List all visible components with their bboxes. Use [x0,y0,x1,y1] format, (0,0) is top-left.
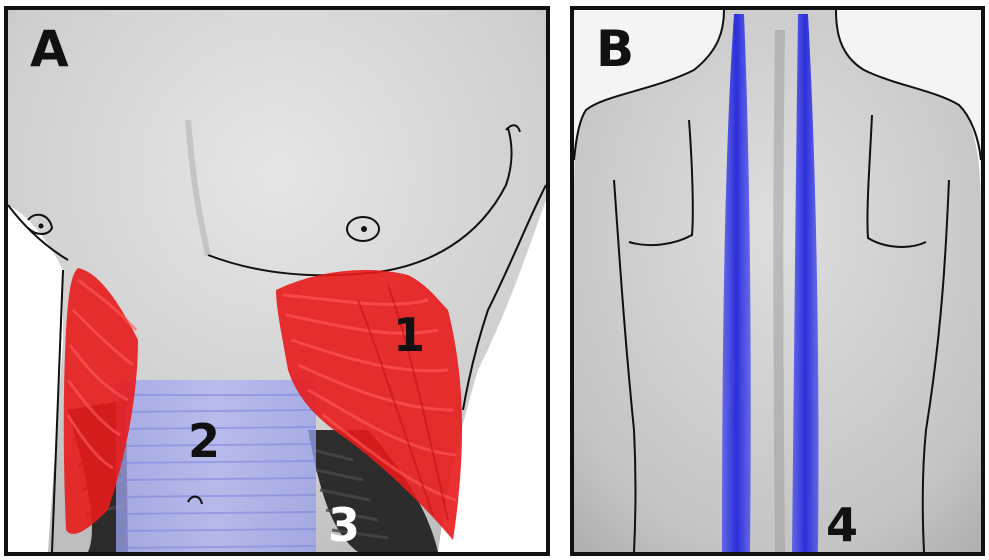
back-torso-illustration [574,10,981,552]
panel-a-front-view: A 1 2 3 [4,6,550,556]
panel-b-back-view: B 4 [570,6,985,556]
panel-label-a: A [30,24,69,74]
label-muscle-4: 4 [826,502,858,548]
front-torso-illustration [8,10,546,552]
label-muscle-3: 3 [328,502,360,548]
label-muscle-2: 2 [188,418,220,464]
panel-label-b: B [596,24,634,74]
label-muscle-1: 1 [393,312,425,358]
